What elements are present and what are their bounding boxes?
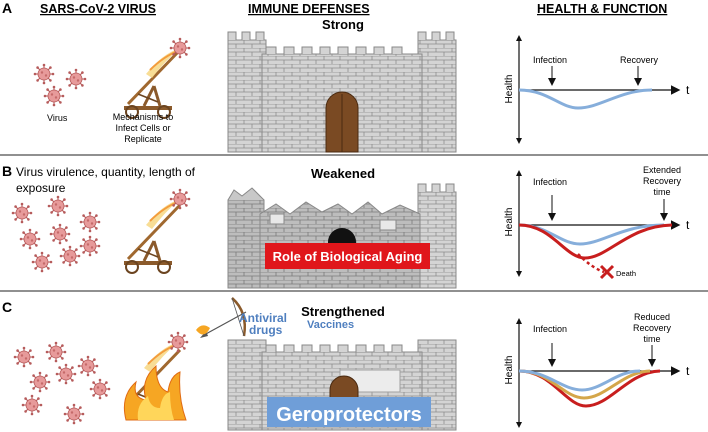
recovery-label-1: Reduced [634, 312, 670, 322]
catapult-label-2: Infect Cells or [115, 123, 170, 133]
panel-letter-b: B [2, 163, 12, 179]
panel-b: B Virus virulence, quantity, length of e… [2, 163, 690, 289]
health-graph-c: t Health Infection Reduced Recovery time [504, 312, 690, 428]
health-curve-aging [518, 223, 673, 260]
geroprotector-banner-text: Geroprotectors [276, 404, 422, 426]
health-curve-normal [518, 369, 641, 392]
description-line-1: Virus virulence, quantity, length of [16, 165, 196, 179]
panel-c: C Antiviral drugs Vaccines Strengthened [2, 297, 690, 431]
catapult-b [122, 188, 191, 275]
state-strong: Strong [322, 17, 364, 32]
virus-cluster-c [13, 341, 111, 425]
catapult-label-3: Replicate [124, 134, 162, 144]
y-axis-label: Health [504, 75, 515, 104]
castle-strong [227, 31, 457, 153]
x-axis-label: t [686, 218, 690, 232]
state-strengthened: Strengthened [301, 304, 385, 319]
infection-label: Infection [533, 55, 567, 65]
header-virus: SARS-CoV-2 VIRUS [40, 2, 156, 16]
health-curve-normal [518, 88, 653, 110]
virus-cluster-a [33, 63, 87, 107]
header-health: HEALTH & FUNCTION [537, 2, 667, 16]
description-line-2: exposure [16, 181, 66, 195]
y-axis-label: Health [504, 208, 515, 237]
y-axis-label: Health [504, 356, 515, 385]
header-immune: IMMUNE DEFENSES [248, 2, 370, 16]
bow-and-arrow-icon [196, 297, 247, 338]
recovery-label-3: time [653, 187, 670, 197]
panel-letter-a: A [2, 0, 12, 16]
recovery-label-3: time [643, 334, 660, 344]
antiviral-label-1: Antiviral [239, 311, 287, 325]
death-label: Death [616, 269, 636, 278]
catapult-a [122, 37, 191, 120]
vaccines-label: Vaccines [307, 319, 354, 331]
aging-banner [265, 243, 430, 269]
virus-cluster-b [11, 195, 101, 273]
infection-label: Infection [533, 324, 567, 334]
infection-label: Infection [533, 177, 567, 187]
panel-letter-c: C [2, 299, 12, 315]
state-weakened: Weakened [311, 166, 375, 181]
x-axis-label: t [686, 83, 690, 97]
health-curve-normal [518, 223, 665, 246]
recovery-label: Recovery [620, 55, 659, 65]
aging-banner-text: Role of Biological Aging [273, 249, 423, 264]
recovery-label-2: Recovery [643, 176, 682, 186]
castle-weakened [227, 183, 457, 289]
x-axis-label: t [686, 364, 690, 378]
virus-label: Virus [47, 113, 68, 123]
panel-a: A Virus Mechanisms to Infect Cells or Re… [2, 0, 690, 153]
recovery-label-1: Extended [643, 165, 681, 175]
recovery-label-2: Recovery [633, 323, 672, 333]
health-graph-a: t Health Infection Recovery [504, 35, 690, 144]
geroprotector-banner [267, 397, 431, 427]
antiviral-label-2: drugs [249, 323, 283, 337]
catapult-label-1: Mechanisms to [113, 112, 174, 122]
death-cross-icon [599, 264, 615, 280]
burning-catapult [122, 331, 189, 421]
health-graph-b: t Health Death Infection Extended Recove… [504, 165, 690, 280]
